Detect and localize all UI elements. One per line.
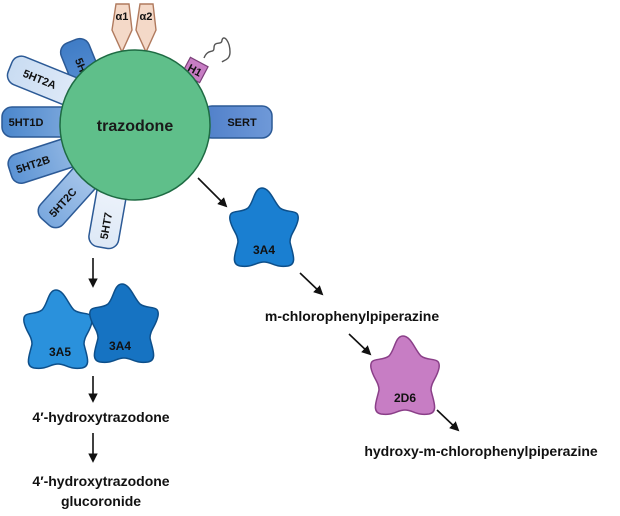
product-glucoronide-line2: glucoronide — [61, 493, 141, 509]
receptor-alpha2-label: α2 — [140, 11, 153, 23]
enzyme-3a4-left-label: 3A4 — [109, 339, 131, 353]
trazodone-node — [59, 49, 211, 201]
transporter-sert: SERT — [201, 105, 273, 139]
enzyme-3a4-right: 3A4 — [229, 187, 299, 268]
receptor-alpha1-label: α1 — [116, 11, 129, 23]
product-hydroxy-mcpp: hydroxy-m-chlorophenylpiperazine — [364, 443, 598, 459]
enzyme-3a4-left: 3A4 — [89, 283, 159, 364]
enzyme-2d6: 2D6 — [370, 335, 440, 416]
receptor-alpha2: α2 — [135, 3, 157, 54]
trazodone-label: trazodone — [97, 118, 174, 135]
receptor-alpha1: α1 — [111, 3, 133, 54]
h1-ligand-squiggle — [203, 37, 231, 63]
product-hydroxytrazodone: 4′-hydroxytrazodone — [32, 409, 169, 425]
arrow-2d6-to-hydroxy-mcpp — [436, 409, 460, 432]
enzyme-3a5-label: 3A5 — [49, 345, 71, 359]
product-mcpp: m-chlorophenylpiperazine — [265, 308, 439, 324]
product-glucoronide-line1: 4′-hydroxytrazodone — [32, 473, 169, 489]
arrow-trazodone-to-3a4 — [197, 177, 228, 208]
receptor-5ht7-label: 5HT7 — [99, 212, 115, 241]
enzyme-3a5: 3A5 — [23, 289, 93, 370]
arrow-3a4-to-mcpp — [299, 272, 324, 296]
enzyme-3a4-right-label: 3A4 — [253, 243, 275, 257]
transporter-sert-label: SERT — [227, 117, 257, 129]
receptor-5ht1d-label: 5HT1D — [9, 117, 44, 129]
arrow-mcpp-to-2d6 — [348, 333, 372, 356]
enzyme-2d6-label: 2D6 — [394, 391, 416, 405]
